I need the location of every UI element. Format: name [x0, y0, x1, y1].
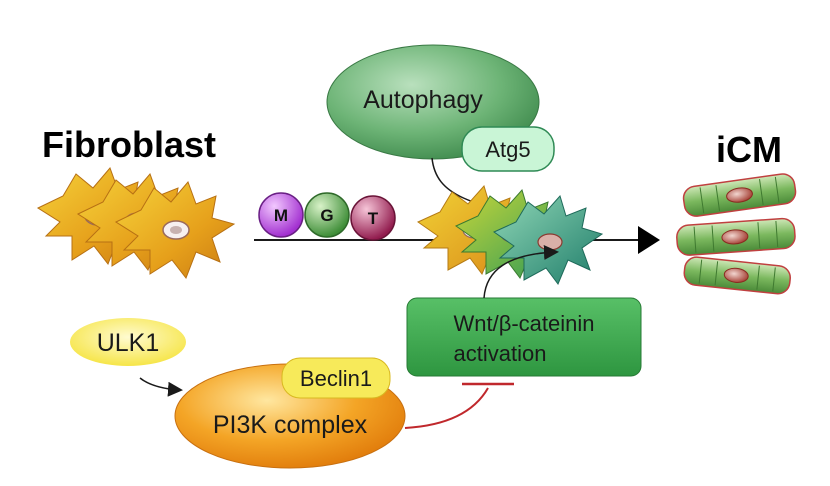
wnt-activation-node: Wnt/β-cateinin activation — [406, 297, 642, 377]
svg-text:T: T — [368, 209, 379, 228]
fibroblast-cells-icon — [36, 167, 236, 280]
svg-text:G: G — [320, 206, 333, 225]
wnt-to-cells-arrow — [483, 245, 559, 299]
fibroblast-label: Fibroblast — [42, 124, 216, 165]
atg5-label: Atg5 — [485, 137, 530, 162]
factor-m-ball: M — [258, 192, 304, 238]
factor-g-ball: G — [304, 192, 350, 238]
ulk1-to-pi3k-arrow — [139, 377, 183, 397]
wnt-label-line1: Wnt/β-cateinin — [453, 311, 594, 336]
cardiomyocyte-cells-icon — [676, 173, 797, 295]
wnt-label-line2: activation — [454, 341, 547, 366]
pi3k-inhibits-wnt-line — [404, 382, 514, 429]
autophagy-label: Autophagy — [363, 86, 483, 114]
factor-t-ball: T — [350, 195, 396, 241]
beclin1-label: Beclin1 — [300, 366, 372, 391]
svg-text:M: M — [274, 206, 288, 225]
ulk1-node: ULK1 — [70, 318, 186, 366]
mgt-factors: M G T — [258, 192, 396, 241]
transitioning-cells-icon — [416, 184, 604, 285]
beclin1-node: Beclin1 — [281, 357, 391, 399]
pi3k-complex-label: PI3K complex — [213, 411, 368, 439]
icm-label: iCM — [716, 129, 782, 170]
ulk1-label: ULK1 — [97, 329, 160, 357]
atg5-node: Atg5 — [461, 126, 555, 172]
